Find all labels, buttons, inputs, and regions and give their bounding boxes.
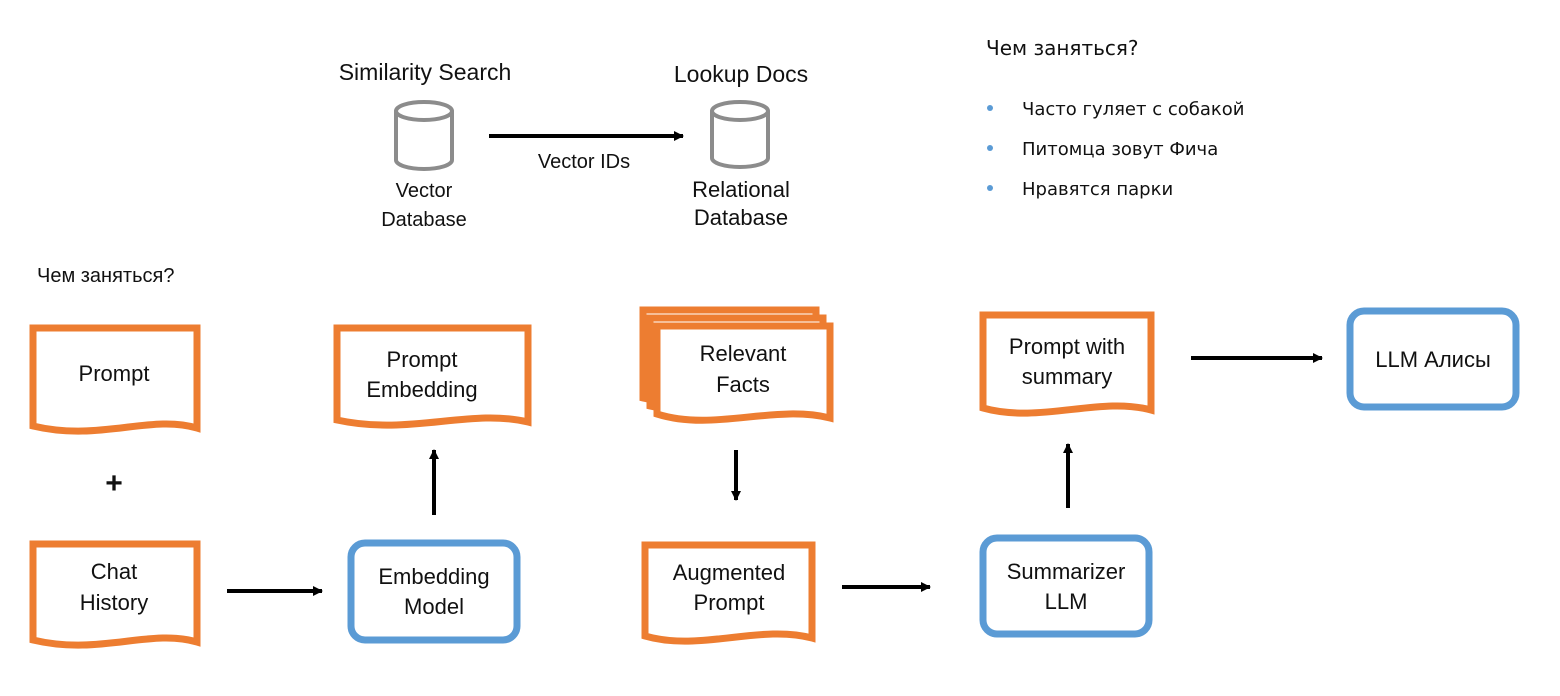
augmented-prompt-label-line2: Prompt [694, 590, 765, 615]
summarizer-llm-label-line1: Summarizer [1007, 559, 1126, 584]
vector-ids-label: Vector IDs [538, 151, 630, 173]
vector-database-label-line1: Vector [396, 180, 453, 202]
chat-history-label-line2: History [80, 590, 148, 615]
relevant-facts-label-line2: Facts [716, 372, 770, 397]
prompt-embedding-label-line1: Prompt [387, 347, 458, 372]
prompt-embedding-document [333, 324, 532, 429]
bullet-dot-1 [987, 105, 993, 111]
embedding-model-box [347, 539, 521, 644]
augmented-prompt-document [641, 541, 816, 645]
embedding-model-label-line2: Model [404, 594, 464, 619]
chat-history-label-line1: Chat [91, 559, 137, 584]
embedding-model-label-line1: Embedding [378, 564, 489, 589]
prompt-document [29, 324, 201, 435]
llm-alice-box [1346, 307, 1520, 411]
chat-history-document [29, 540, 201, 649]
augmented-prompt-label-line1: Augmented [673, 560, 786, 585]
prompt-label: Prompt [79, 361, 150, 386]
bullet-item-3: Нравятся парки [1022, 179, 1173, 200]
bullet-dot-3 [987, 185, 993, 191]
prompt-with-summary-label-line1: Prompt with [1009, 334, 1125, 359]
relational-database-label-line1: Relational [692, 177, 790, 202]
relevant-facts-document [639, 306, 834, 424]
relational-database-label-line2: Database [694, 205, 788, 230]
summarizer-llm-label-line2: LLM [1045, 589, 1088, 614]
summarizer-llm-box [979, 534, 1153, 638]
prompt-with-summary-label-line2: summary [1022, 364, 1112, 389]
vector-database-icon [394, 100, 454, 171]
lookup-docs-label: Lookup Docs [674, 61, 808, 87]
side-panel-title: Чем заняться? [986, 36, 1139, 60]
prompt-with-summary-document [979, 311, 1155, 417]
bullet-dot-2 [987, 145, 993, 151]
bullet-item-2: Питомца зовут Фича [1022, 139, 1218, 160]
relevant-facts-label-line1: Relevant [700, 341, 787, 366]
prompt-embedding-label-line2: Embedding [366, 377, 477, 402]
plus-sign: + [105, 467, 123, 500]
relational-database-icon [710, 100, 770, 169]
similarity-search-label: Similarity Search [339, 59, 512, 85]
bullet-item-1: Часто гуляет с собакой [1022, 99, 1244, 120]
left-title: Чем заняться? [37, 265, 174, 287]
llm-alice-label: LLM Алисы [1375, 347, 1491, 372]
vector-database-label-line2: Database [381, 209, 467, 231]
